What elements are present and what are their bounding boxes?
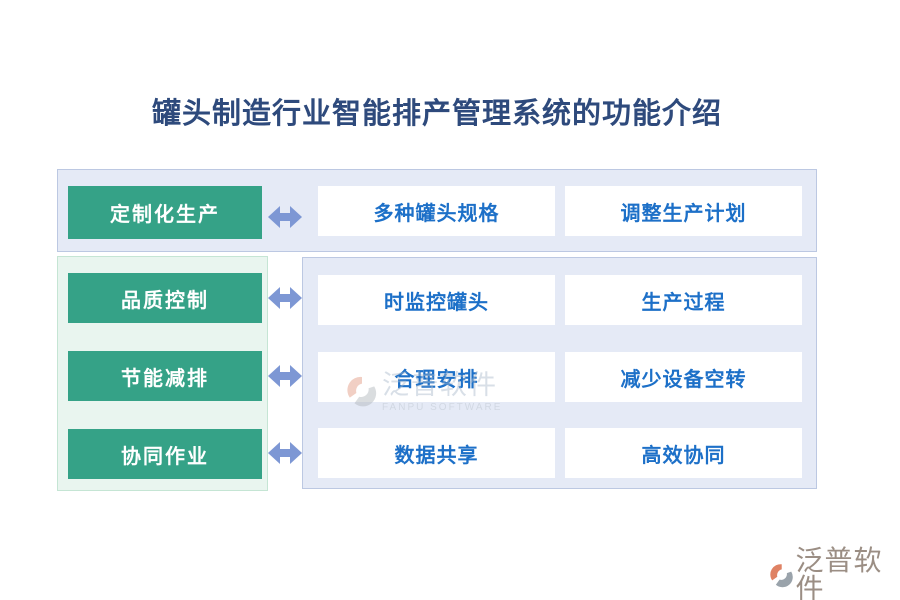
brand-name: 泛普软件 bbox=[795, 546, 883, 600]
detail-reduce-idle: 减少设备空转 bbox=[565, 352, 802, 402]
detail-monitor-cans: 时监控罐头 bbox=[318, 275, 555, 325]
double-arrow-icon bbox=[268, 206, 302, 228]
fanpu-logo-icon bbox=[770, 564, 793, 588]
feature-energy-saving: 节能减排 bbox=[68, 351, 262, 401]
detail-adjust-plan: 调整生产计划 bbox=[565, 186, 802, 236]
feature-customized-production: 定制化生产 bbox=[68, 186, 262, 239]
page-title: 罐头制造行业智能排产管理系统的功能介绍 bbox=[151, 98, 722, 130]
detail-can-specs: 多种罐头规格 bbox=[318, 186, 555, 236]
double-arrow-icon bbox=[268, 365, 302, 387]
double-arrow-icon bbox=[268, 442, 302, 464]
feature-collaboration: 协同作业 bbox=[68, 429, 262, 479]
detail-reasonable-arrangement: 合理安排 bbox=[318, 352, 555, 402]
detail-efficient-collab: 高效协同 bbox=[565, 428, 802, 478]
brand-logo: 泛普软件 www.fanpusoft.com bbox=[770, 548, 900, 600]
feature-quality-control: 品质控制 bbox=[68, 273, 262, 323]
detail-production-process: 生产过程 bbox=[565, 275, 802, 325]
double-arrow-icon bbox=[268, 287, 302, 309]
detail-data-sharing: 数据共享 bbox=[318, 428, 555, 478]
